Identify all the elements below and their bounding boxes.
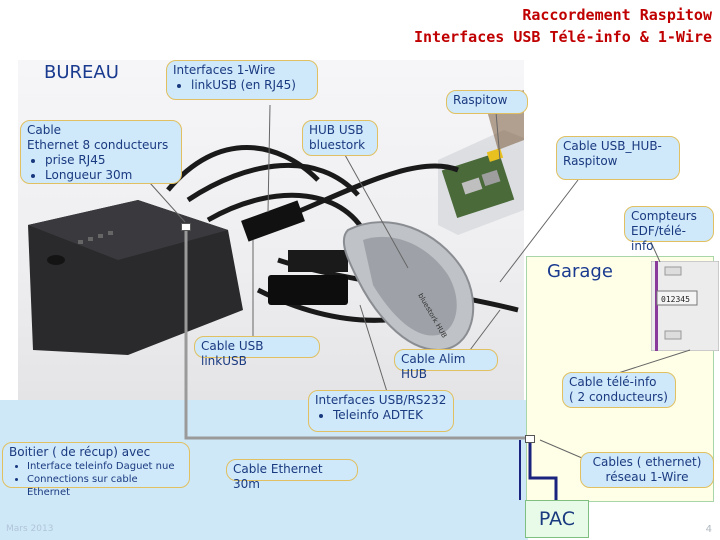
- callout-ethernet-cable: Cable Ethernet 8 conducteurs prise RJ45 …: [20, 120, 182, 184]
- callout-compteurs-line2: EDF/télé-info: [631, 224, 686, 253]
- meter-display-text: 012345: [661, 295, 690, 304]
- callout-raspitow: Raspitow: [446, 90, 528, 114]
- callout-boitier-list: Interface teleinfo Daguet nue Connection…: [9, 460, 183, 499]
- electricity-meter: 012345: [651, 261, 719, 351]
- callout-onewire-title: Interfaces 1-Wire: [173, 63, 276, 77]
- equipment-photo: bluestork HUB: [18, 60, 524, 400]
- footer-date: Mars 2013: [6, 524, 54, 534]
- callout-usb-interfaces-title: Interfaces USB/RS232: [315, 393, 447, 407]
- equipment-illustration: bluestork HUB: [28, 90, 524, 355]
- onewire-cable-line: [528, 440, 558, 500]
- callout-ethernet-line2: Ethernet 8 conducteurs: [27, 138, 169, 152]
- callout-compteurs: Compteurs EDF/télé-info: [624, 206, 714, 253]
- callout-cable-usb-hub: Cable USB_HUB- Raspitow: [556, 136, 680, 180]
- callout-ethernet-list: prise RJ45 Longueur 30m: [27, 153, 175, 183]
- callout-cables-1wire-line1: Cables ( ethernet): [592, 455, 702, 469]
- list-item: Connections sur cable Ethernet: [27, 473, 183, 499]
- list-item: prise RJ45: [45, 153, 175, 168]
- callout-usb-interfaces-list: Teleinfo ADTEK: [315, 408, 447, 423]
- callout-hub-line1: HUB USB: [309, 123, 364, 137]
- callout-teleinfo-cable: Cable télé-info ( 2 conducteurs): [562, 372, 676, 408]
- callout-onewire-list: linkUSB (en RJ45): [173, 78, 311, 93]
- callout-cables-1wire-line2: réseau 1-Wire: [605, 470, 689, 484]
- callout-cable-usb-linkusb: Cable USB linkUSB: [194, 336, 320, 368]
- callout-hub-usb: HUB USB bluestork: [302, 120, 378, 156]
- callout-usb-interfaces: Interfaces USB/RS232 Teleinfo ADTEK: [308, 390, 454, 432]
- list-item: Teleinfo ADTEK: [333, 408, 447, 423]
- bureau-title: BUREAU: [44, 62, 119, 83]
- page-number: 4: [705, 524, 712, 535]
- callout-boitier: Boitier ( de récup) avec Interface telei…: [2, 442, 190, 498]
- callout-cable-usb-hub-line2: Raspitow: [563, 154, 618, 168]
- list-item: Interface teleinfo Daguet nue: [27, 460, 183, 473]
- callout-cable-usb-hub-line1: Cable USB_HUB-: [563, 139, 662, 153]
- black-box-device: [28, 200, 243, 355]
- linkusb-adapter: [241, 200, 348, 305]
- callout-cable-ethernet-30m: Cable Ethernet 30m: [226, 459, 358, 491]
- slide-title-line2: Interfaces USB Télé-info & 1-Wire: [413, 28, 712, 46]
- garage-title: Garage: [547, 261, 613, 282]
- list-item: linkUSB (en RJ45): [191, 78, 311, 93]
- callout-ethernet-title: Cable: [27, 123, 62, 137]
- usb-hub-device: bluestork HUB: [342, 221, 475, 352]
- callout-boitier-title: Boitier ( de récup) avec: [9, 445, 151, 459]
- callout-teleinfo-line1: Cable télé-info: [569, 375, 657, 389]
- callout-onewire-interfaces: Interfaces 1-Wire linkUSB (en RJ45): [166, 60, 318, 100]
- pac-box: PAC: [525, 500, 589, 538]
- rj45-connector-garage: [525, 435, 535, 443]
- callout-hub-line2: bluestork: [309, 138, 366, 152]
- callout-cables-1wire: Cables ( ethernet) réseau 1-Wire: [580, 452, 714, 488]
- ethernet-cable-line: [184, 228, 528, 440]
- callout-compteurs-line1: Compteurs: [631, 209, 697, 223]
- slide-title-line1: Raccordement Raspitow: [522, 6, 712, 24]
- callout-cable-alim-hub: Cable Alim HUB: [394, 349, 498, 381]
- list-item: Longueur 30m: [45, 168, 175, 183]
- callout-teleinfo-line2: ( 2 conducteurs): [569, 390, 668, 404]
- rj45-connector-bureau: [181, 223, 191, 231]
